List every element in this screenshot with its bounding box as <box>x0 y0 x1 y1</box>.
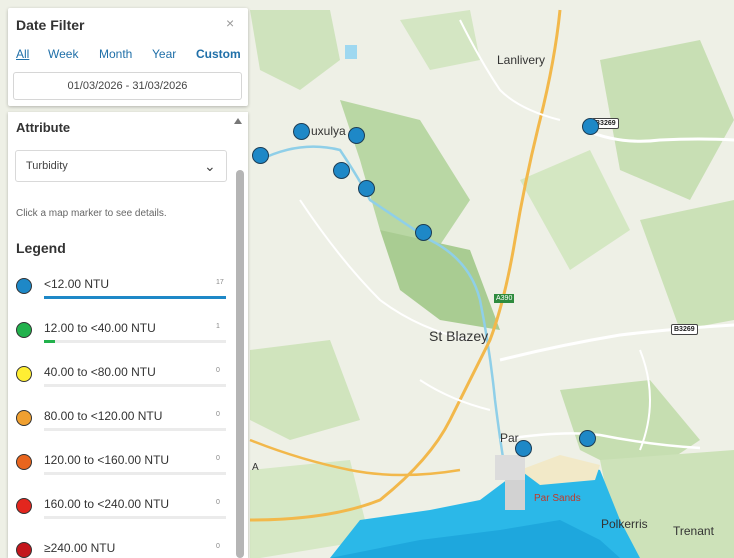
legend-swatch <box>16 278 32 294</box>
legend-swatch <box>16 410 32 426</box>
map-marker[interactable] <box>582 118 599 135</box>
legend-bar <box>44 340 226 343</box>
tab-month[interactable]: Month <box>99 47 133 61</box>
legend-item: 160.00 to <240.00 NTU 0 <box>16 492 228 532</box>
scrollbar[interactable] <box>236 170 244 558</box>
legend-bar <box>44 472 226 475</box>
place-label-polkerris: Polkerris <box>601 517 648 531</box>
place-label-trenant: Trenant <box>673 524 714 538</box>
legend-item: 120.00 to <160.00 NTU 0 <box>16 448 228 488</box>
legend-label: 120.00 to <160.00 NTU <box>44 453 170 467</box>
attribute-select-value: Turbidity <box>26 160 68 172</box>
legend-label: 40.00 to <80.00 NTU <box>44 365 156 379</box>
place-label-a: A <box>252 462 259 473</box>
legend-item: 40.00 to <80.00 NTU 0 <box>16 360 228 400</box>
legend-label: 160.00 to <240.00 NTU <box>44 497 170 511</box>
place-label-par: Par <box>500 431 519 445</box>
close-icon[interactable]: × <box>226 15 235 31</box>
date-filter-title: Date Filter <box>16 17 85 33</box>
map-marker[interactable] <box>515 440 532 457</box>
legend-bar <box>44 516 226 519</box>
legend-count: 0 <box>216 455 220 462</box>
place-label-st-blazey: St Blazey <box>429 328 489 344</box>
map-marker[interactable] <box>333 162 350 179</box>
legend-title: Legend <box>16 240 66 256</box>
legend-count: 0 <box>216 411 220 418</box>
tab-custom[interactable]: Custom <box>196 47 241 61</box>
legend-label: <12.00 NTU <box>44 277 110 291</box>
road-shield-b3269: B3269 <box>671 324 698 335</box>
legend-item: 80.00 to <120.00 NTU 0 <box>16 404 228 444</box>
legend-swatch <box>16 366 32 382</box>
attribute-panel: Attribute Turbidity ⌄ Click a map marker… <box>8 112 248 558</box>
chevron-down-icon: ⌄ <box>204 158 216 174</box>
legend-bar-fill <box>44 296 226 299</box>
tab-year[interactable]: Year <box>152 47 177 61</box>
date-filter-panel: Date Filter × All Week Month Year Custom… <box>8 8 248 106</box>
legend-label: 80.00 to <120.00 NTU <box>44 409 163 423</box>
legend-item: 12.00 to <40.00 NTU 1 <box>16 316 228 356</box>
attribute-select[interactable]: Turbidity ⌄ <box>15 150 227 182</box>
legend-item: <12.00 NTU 17 <box>16 272 228 312</box>
legend-swatch <box>16 542 32 558</box>
legend-count: 1 <box>216 323 220 330</box>
attribute-label: Attribute <box>16 120 71 135</box>
map-hint-text: Click a map marker to see details. <box>16 208 167 219</box>
map-marker[interactable] <box>579 430 596 447</box>
tab-all[interactable]: All <box>16 47 30 61</box>
legend-swatch <box>16 322 32 338</box>
road-shield-a390: A390 <box>494 294 515 303</box>
map-marker[interactable] <box>358 180 375 197</box>
map-marker[interactable] <box>348 127 365 144</box>
legend-count: 0 <box>216 499 220 506</box>
legend-item: ≥240.00 NTU 0 <box>16 536 228 558</box>
scroll-up-arrow-icon[interactable] <box>234 118 242 124</box>
map-marker[interactable] <box>252 147 269 164</box>
legend-count: 17 <box>216 279 224 286</box>
legend-swatch <box>16 454 32 470</box>
date-range-input[interactable]: 01/03/2026 - 31/03/2026 <box>13 72 242 100</box>
legend-count: 0 <box>216 367 220 374</box>
legend-label: ≥240.00 NTU <box>44 541 116 555</box>
place-label-lanlivery: Lanlivery <box>497 53 546 67</box>
legend-swatch <box>16 498 32 514</box>
map-marker[interactable] <box>415 224 432 241</box>
legend-label: 12.00 to <40.00 NTU <box>44 321 156 335</box>
map-marker[interactable] <box>293 123 310 140</box>
legend-bar <box>44 384 226 387</box>
place-label-par-sands: Par Sands <box>534 493 581 504</box>
legend-bar <box>44 296 226 299</box>
place-label-luxulyan: uxulya <box>311 124 346 138</box>
legend-count: 0 <box>216 543 220 550</box>
legend-bar <box>44 428 226 431</box>
legend-bar-fill <box>44 340 55 343</box>
tab-week[interactable]: Week <box>48 47 79 61</box>
